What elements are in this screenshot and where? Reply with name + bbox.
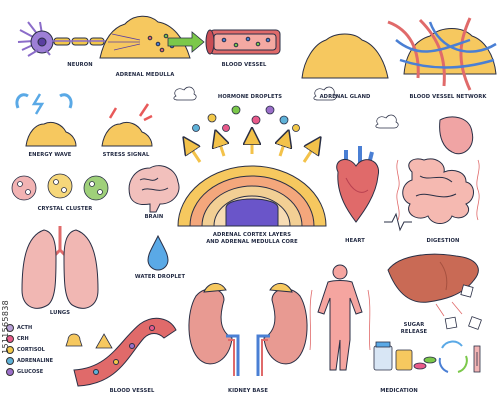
label-energy-wave: ENERGY WAVE xyxy=(28,152,72,158)
stock-id-watermark: 1511565838 xyxy=(1,300,10,354)
legend-item: CORTISOL xyxy=(6,344,53,355)
brain-illustration xyxy=(128,165,180,213)
label-water-droplet: WATER DROPLET xyxy=(134,274,186,280)
label-heart: HEART xyxy=(345,238,365,244)
blood-vessel-network-illustration xyxy=(387,17,497,91)
label-sugar-release-line2: RELEASE xyxy=(400,329,428,335)
label-adrenal-gland: ADRENAL GLAND xyxy=(319,94,371,100)
label-brain: BRAIN xyxy=(144,214,164,220)
legend-label: CRH xyxy=(17,335,29,342)
label-medication: MEDICATION xyxy=(380,388,418,394)
legend-label: GLUCOSE xyxy=(17,368,44,375)
legend-item: CRH xyxy=(6,333,53,344)
kidneys-illustration xyxy=(188,283,308,376)
label-hormone-droplets: HORMONE DROPLETS xyxy=(217,94,283,100)
liver-illustration xyxy=(387,253,479,303)
stress-signal-illustration xyxy=(101,103,153,147)
warning-icon xyxy=(95,333,113,349)
legend-item: GLUCOSE xyxy=(6,366,53,377)
human-body-illustration xyxy=(309,264,371,371)
green-arrow xyxy=(167,31,205,53)
heart-illustration xyxy=(336,146,412,232)
label-blood-vessel-top: BLOOD VESSEL xyxy=(221,62,267,68)
adrenal-gland-illustration xyxy=(301,33,389,79)
crystal-cluster-illustration xyxy=(11,173,109,201)
legend-swatch xyxy=(6,345,14,354)
blood-vessel-bottom-illustration xyxy=(73,317,177,387)
legend-swatch xyxy=(6,356,14,365)
blood-vessel-top-illustration xyxy=(205,29,281,55)
legend-item: ADRENALINE xyxy=(6,355,53,366)
label-digestion: DIGESTION xyxy=(426,238,460,244)
adrenal-medulla-illustration xyxy=(99,15,191,59)
sugar-cubes xyxy=(435,284,482,330)
label-adrenal-cortex-line1: ADRENAL CORTEX LAYERS xyxy=(212,232,292,238)
medication-illustration xyxy=(373,341,481,373)
legend-item: ACTH xyxy=(6,322,53,333)
legend-label: ACTH xyxy=(17,324,33,331)
adrenal-cortex-illustration xyxy=(177,165,327,227)
label-lungs: LUNGS xyxy=(49,310,71,316)
label-blood-vessel-bottom: BLOOD VESSEL xyxy=(109,388,155,394)
digestion-wave-lines xyxy=(396,159,480,221)
label-stress-signal: STRESS SIGNAL xyxy=(102,152,150,158)
hormone-droplets-illustration xyxy=(192,105,300,132)
digestion-illustration xyxy=(402,116,474,224)
lungs-illustration xyxy=(21,226,99,309)
energy-wave-illustration xyxy=(15,93,77,147)
label-neuron: NEURON xyxy=(67,62,93,68)
hormone-legend: ACTH CRH CORTISOL ADRENALINE GLUCOSE xyxy=(6,322,53,377)
alarm-bell-icon xyxy=(65,333,83,347)
cloud-decoration xyxy=(173,86,399,129)
legend-swatch xyxy=(6,334,14,343)
label-blood-vessel-network: BLOOD VESSEL NETWORK xyxy=(409,94,487,100)
legend-swatch xyxy=(6,323,14,332)
neuron-illustration xyxy=(17,21,110,57)
legend-label: ADRENALINE xyxy=(17,357,53,364)
hormone-release-arrows xyxy=(188,136,316,163)
water-droplet-illustration xyxy=(147,234,169,271)
label-kidney-base: KIDNEY BASE xyxy=(227,388,269,394)
label-adrenal-medulla: ADRENAL MEDULLA xyxy=(115,72,175,78)
label-adrenal-cortex-line2: AND ADRENAL MEDULLA CORE xyxy=(206,239,298,245)
label-sugar-release-line1: SUGAR xyxy=(403,322,425,328)
legend-swatch xyxy=(6,367,14,376)
label-crystal-cluster: CRYSTAL CLUSTER xyxy=(37,206,93,212)
cycle-arrows-icon xyxy=(438,340,468,373)
legend-label: CORTISOL xyxy=(17,346,45,353)
